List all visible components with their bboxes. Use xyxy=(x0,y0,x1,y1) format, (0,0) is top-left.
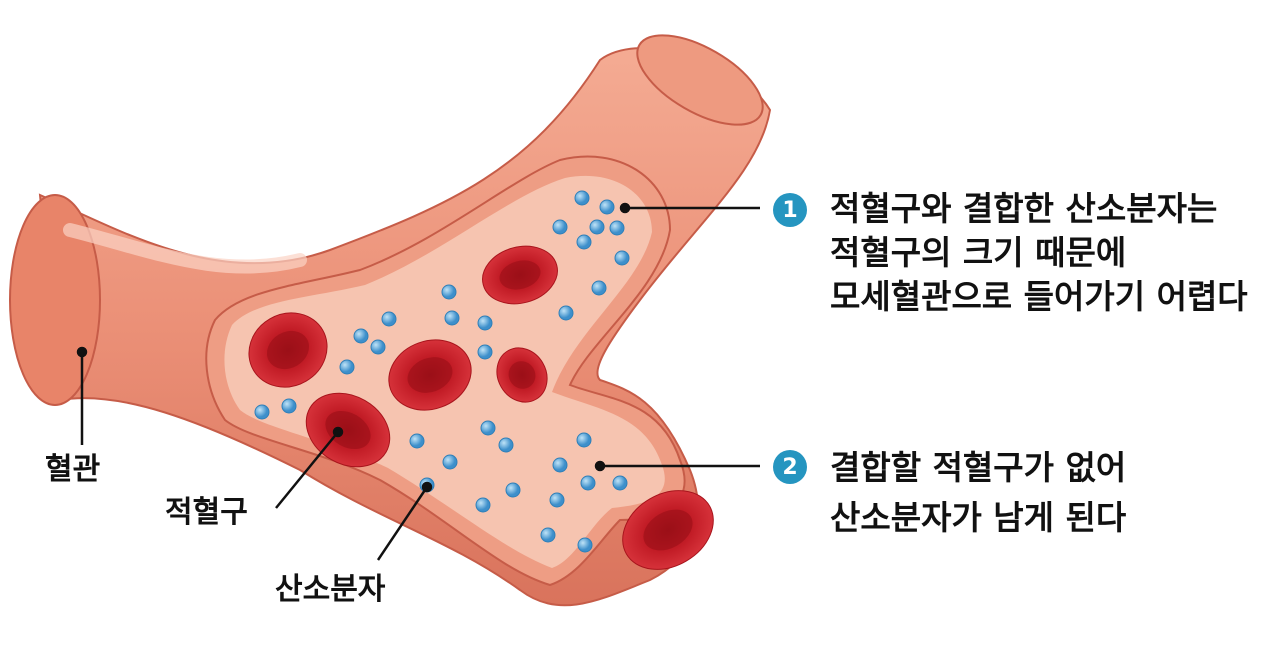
oxygen-molecule xyxy=(576,432,592,448)
oxygen-molecule xyxy=(540,527,556,543)
red-blood-cell xyxy=(305,392,391,468)
callout1-badge: 1 xyxy=(773,193,807,227)
oxygen-molecule xyxy=(477,315,493,331)
vessel-top-opening xyxy=(636,34,764,126)
oxygen-molecule xyxy=(370,339,386,355)
oxygen-molecule xyxy=(442,454,458,470)
rbc-pointer-line xyxy=(275,431,339,509)
callout1-line: 적혈구와 결합한 산소분자는 xyxy=(830,189,1218,228)
oxygen-molecule xyxy=(498,437,514,453)
oxygen-molecule xyxy=(281,398,297,414)
oxygen-molecule xyxy=(589,219,605,235)
oxygen-molecule xyxy=(614,250,630,266)
oxygen-molecule xyxy=(475,497,491,513)
red-blood-cell xyxy=(622,490,714,570)
red-blood-cell xyxy=(248,312,328,388)
oxygen-molecule xyxy=(549,492,565,508)
oxygen-molecule xyxy=(609,220,625,236)
oxygen-molecule xyxy=(441,284,457,300)
oxygen-molecule xyxy=(574,190,590,206)
oxygen-molecule xyxy=(580,475,596,491)
callout2-badge: 2 xyxy=(773,450,807,484)
oxygen-molecule xyxy=(477,344,493,360)
oxygen-molecule xyxy=(505,482,521,498)
rbc-label: 적혈구 xyxy=(165,495,248,530)
oxygen-molecule xyxy=(612,475,628,491)
callout2-line: 산소분자가 남게 된다 xyxy=(830,498,1127,537)
callout1-line: 적혈구의 크기 때문에 xyxy=(830,233,1127,272)
oxygen-molecule xyxy=(558,305,574,321)
oxygen-molecule xyxy=(552,457,568,473)
callout2-text: 결합할 적혈구가 없어 산소분자가 남게 된다 xyxy=(830,443,1126,543)
oxygen-molecule xyxy=(444,310,460,326)
oxygen-molecule xyxy=(591,280,607,296)
oxygen-pointer-line xyxy=(376,486,429,561)
vessel-highlight xyxy=(63,223,307,274)
oxygen-molecule xyxy=(552,219,568,235)
callout1-text: 적혈구와 결합한 산소분자는 적혈구의 크기 때문에 모세혈관으로 들어가기 어… xyxy=(830,187,1248,319)
oxygen-molecule xyxy=(480,420,496,436)
vessel-left-opening xyxy=(9,194,101,406)
oxygen-molecule xyxy=(381,311,397,327)
oxygen-molecule xyxy=(599,199,615,215)
oxygen-molecule xyxy=(353,328,369,344)
oxygen-molecule xyxy=(576,234,592,250)
oxygen-molecule xyxy=(577,537,593,553)
oxygen-molecule xyxy=(254,404,270,420)
oxygen-molecule xyxy=(339,359,355,375)
callout1-line: 모세혈관으로 들어가기 어렵다 xyxy=(830,277,1248,316)
red-blood-cell xyxy=(496,347,548,403)
red-blood-cell xyxy=(388,339,472,411)
callout2-line: 결합할 적혈구가 없어 xyxy=(830,448,1127,487)
red-blood-cell xyxy=(482,245,558,305)
oxygen-label: 산소분자 xyxy=(275,572,386,607)
vessel-label: 혈관 xyxy=(45,452,101,487)
oxygen-molecule xyxy=(409,433,425,449)
